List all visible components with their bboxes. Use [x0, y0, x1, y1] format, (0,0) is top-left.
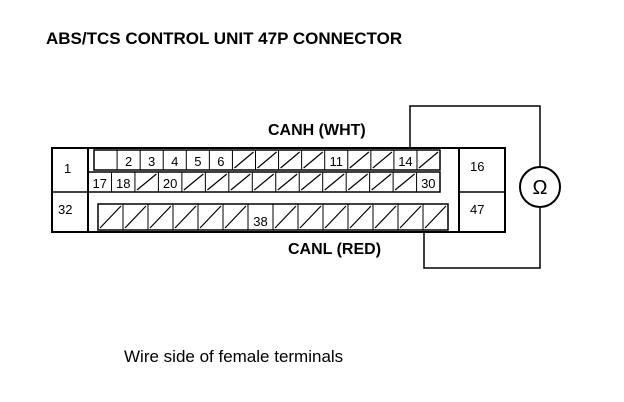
unused-pin-slash — [253, 173, 275, 191]
unused-pin-slash — [371, 173, 392, 191]
unused-pin-slash — [372, 151, 393, 169]
unused-pin-slash — [224, 205, 247, 229]
unused-pin-slash — [399, 205, 422, 229]
unused-pin-slash — [324, 205, 347, 229]
pin-16-label: 16 — [470, 159, 484, 174]
pin-row-2: 17 18 20 30 — [87, 171, 441, 193]
pin-11-label: 11 — [329, 154, 343, 169]
unused-pin-slash — [303, 151, 324, 169]
ohm-symbol: Ω — [533, 177, 548, 199]
pin-6-label: 6 — [217, 154, 224, 169]
unused-pin-slash — [124, 205, 147, 229]
diagram-title: ABS/TCS CONTROL UNIT 47P CONNECTOR — [46, 29, 402, 48]
unused-pin-slash — [234, 151, 254, 169]
unused-pin-slash — [280, 151, 301, 169]
pin-17-label: 17 — [93, 176, 107, 191]
row1-frame — [93, 149, 441, 171]
unused-pin-slash — [347, 173, 369, 191]
unused-pin-slash — [349, 151, 370, 169]
connector-47p: 1 32 16 47 2 3 4 5 6 11 14 17 18 20 30 38 — [51, 147, 506, 233]
connector-housing — [51, 147, 506, 233]
caption: Wire side of female terminals — [124, 347, 343, 366]
unused-pin-slash — [230, 173, 251, 191]
pin-32-label: 32 — [58, 202, 72, 217]
unused-pin-slash — [257, 151, 277, 169]
pin-18-label: 18 — [116, 176, 130, 191]
pin-1-label: 1 — [64, 161, 71, 176]
pin-20-label: 20 — [163, 176, 177, 191]
unused-pin-slash — [424, 205, 447, 229]
ohmmeter-icon — [519, 166, 561, 208]
pin-row-3: 38 — [97, 203, 449, 231]
test-leads: Ω — [409, 105, 561, 269]
unused-pin-slash — [199, 205, 222, 229]
unused-pin-slash — [277, 173, 298, 191]
pin-4-label: 4 — [171, 154, 178, 169]
unused-pin-slash — [99, 205, 122, 229]
pin-3-label: 3 — [148, 154, 155, 169]
unused-pin-slash — [300, 173, 322, 191]
unused-pin-slash — [206, 173, 228, 191]
unused-pin-slash — [349, 205, 372, 229]
pin-5-label: 5 — [194, 154, 201, 169]
unused-pin-slash — [136, 173, 157, 191]
pin-2-label: 2 — [125, 154, 132, 169]
unused-pin-slash — [174, 205, 197, 229]
pin-38-label: 38 — [253, 214, 267, 229]
unused-pin-slash — [394, 173, 415, 191]
unused-pin-slash — [149, 205, 172, 229]
unused-pin-slash — [183, 173, 204, 191]
canl-label: CANL (RED) — [288, 241, 381, 258]
canl-lead — [423, 208, 541, 269]
pin-row-1: 2 3 4 5 6 11 14 — [93, 149, 441, 171]
unused-pin-slash — [274, 205, 297, 229]
canh-lead — [409, 105, 541, 166]
unused-pin-slash — [324, 173, 345, 191]
canh-label: CANH (WHT) — [268, 122, 366, 139]
pin-14-label: 14 — [398, 154, 412, 169]
unused-pin-slash — [374, 205, 397, 229]
unused-pin-slash — [418, 151, 439, 169]
unused-pin-slash — [299, 205, 322, 229]
row2-frame — [87, 171, 441, 193]
pin-47-label: 47 — [470, 202, 484, 217]
pin-30-label: 30 — [421, 176, 435, 191]
